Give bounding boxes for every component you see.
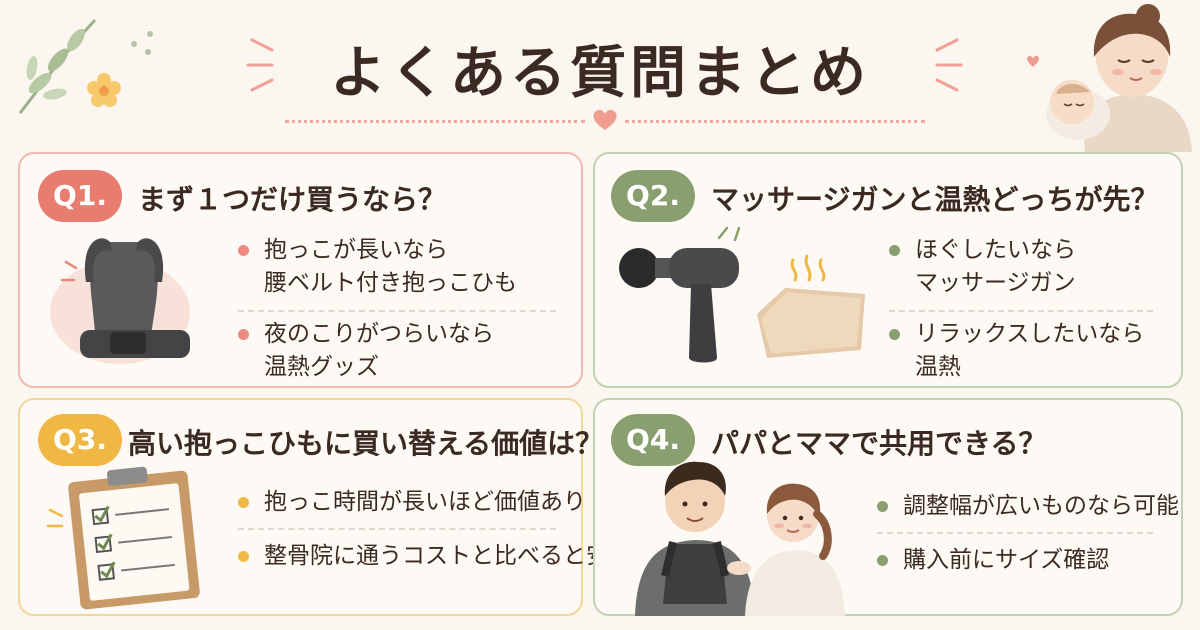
q4-badge: Q4. [611, 414, 695, 466]
baby-carrier-icon [50, 238, 190, 364]
parents-couple-illustration [635, 461, 845, 616]
sparkle-dots-icon [131, 31, 153, 55]
q1-badge: Q1. [38, 170, 122, 222]
q4-question: パパとママで共用できる？ [711, 427, 1047, 460]
q3-question: 高い抱っこひもに買い替える価値は？ [128, 427, 604, 460]
bullet-dot [877, 501, 888, 512]
q2-badge: Q2. [611, 170, 695, 222]
q4-answer-1-line1: 調整幅が広いものなら可能 [903, 493, 1179, 519]
q1-answer-2-line2: 温熱グッズ [264, 354, 379, 380]
q1-separator [238, 310, 556, 312]
bullet-dot [238, 551, 249, 562]
header: よくある質問まとめ [0, 0, 1200, 152]
dotted-divider-left [285, 120, 585, 123]
q1-answer-1-line1: 抱っこが長いなら [264, 237, 448, 263]
q4-answer-1: 調整幅が広いものなら可能 [877, 490, 1179, 523]
q2-answer-1-line1: ほぐしたいなら [915, 237, 1076, 263]
q2-answer-1: ほぐしたいなら マッサージガン [889, 234, 1076, 300]
q4-answer-2: 購入前にサイズ確認 [877, 544, 1109, 577]
q1-answer-1: 抱っこが長いなら 腰ベルト付き抱っこひも [238, 234, 517, 300]
bullet-dot [889, 329, 900, 340]
q3-badge: Q3. [38, 414, 122, 466]
leaf-branch-icon [18, 18, 97, 114]
faq-card-q1: Q1. まず１つだけ買うなら？ 抱っこが長いなら 腰ベルト付き抱っこひも 夜のこ… [18, 152, 583, 388]
q2-separator [889, 310, 1153, 312]
bullet-dot [238, 497, 249, 508]
faq-card-q4: Q4. パパとママで共用できる？ 調整幅が広いものなら可能 購入前にサイズ確認 [593, 398, 1183, 616]
q2-answer-1-line2: マッサージガン [915, 270, 1076, 296]
q2-answer-2-line1: リラックスしたいなら [915, 321, 1145, 347]
massage-gun-icon [619, 226, 741, 363]
faq-card-q3: Q3. 高い抱っこひもに買い替える価値は？ 抱っこ時間が長いほど価値あり 整骨院… [18, 398, 632, 616]
q1-answer-2: 夜のこりがつらいなら 温熱グッズ [238, 318, 494, 384]
page-title: よくある質問まとめ [330, 41, 870, 106]
bullet-dot [877, 555, 888, 566]
accent-strokes-left-icon [246, 38, 274, 92]
faq-card-q2: Q2. マッサージガンと温熱どっちが先？ ほぐしたいなら マッサージガン リラッ… [593, 152, 1183, 388]
bullet-dot [889, 245, 900, 256]
accent-strokes-right-icon [935, 38, 963, 92]
q3-answer-1: 抱っこ時間が長いほど価値あり [238, 486, 586, 519]
q2-question: マッサージガンと温熱どっちが先？ [711, 183, 1159, 216]
q3-answer-2: 整骨院に通うコストと比べると安い [238, 540, 632, 573]
q1-answer-2-line1: 夜のこりがつらいなら [264, 321, 494, 347]
q4-separator [877, 532, 1153, 534]
q2-answer-2-line2: 温熱 [915, 354, 961, 380]
q4-answer-2-line1: 購入前にサイズ確認 [903, 547, 1110, 573]
q3-answer-2-line1: 整骨院に通うコストと比べると安い [264, 543, 632, 569]
q3-separator [238, 528, 556, 530]
mother-baby-illustration [1027, 4, 1192, 152]
dotted-divider-right [625, 120, 925, 123]
bullet-dot [238, 245, 249, 256]
bullet-dot [238, 329, 249, 340]
clipboard-checklist-icon [46, 466, 200, 610]
flower-icon [87, 73, 121, 107]
q2-answer-2: リラックスしたいなら 温熱 [889, 318, 1144, 384]
heat-pad-icon [757, 254, 865, 358]
q1-answer-1-line2: 腰ベルト付き抱っこひも [264, 270, 517, 296]
q1-question: まず１つだけ買うなら？ [138, 183, 447, 216]
q3-answer-1-line1: 抱っこ時間が長いほど価値あり [264, 489, 586, 515]
heart-icon [593, 109, 617, 130]
